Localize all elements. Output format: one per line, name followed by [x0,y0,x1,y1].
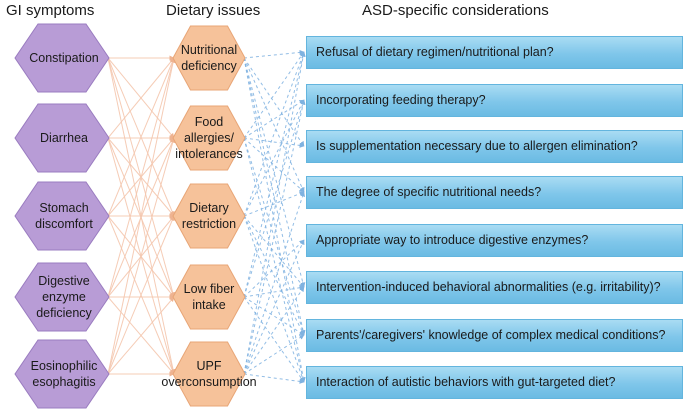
dietary-issue-hexagon-label: UPF overconsumption [161,359,257,389]
asd-consideration-box: The degree of specific nutritional needs… [306,175,683,209]
connector-line [243,51,306,298]
gi-symptom-hexagon-label: Eosinophilic esophagitis [30,359,98,389]
connector-line [107,57,175,139]
asd-consideration-box: Intervention-induced behavioral abnormal… [306,270,683,304]
connector-line [107,215,175,375]
connector-line [243,215,305,336]
asd-consideration-box: Appropriate way to introduce digestive e… [306,223,683,257]
connector-line [243,99,305,217]
gi-symptom-hexagon-label: Constipation [29,51,99,65]
asd-consideration-box: Parents'/caregivers' knowledge of comple… [306,318,683,352]
gi-symptoms-header: GI symptoms [6,2,95,19]
asd-consideration-box: Interaction of autistic behaviors with g… [306,365,683,399]
connector-line [243,49,305,59]
asd-considerations-header: ASD-specific considerations [362,2,549,19]
connector-line [243,191,305,217]
gi-symptom-hexagon: Digestive enzyme deficiency [14,262,110,332]
gi-symptom-hexagon: Eosinophilic esophagitis [14,339,110,409]
gi-symptom-hexagon-label: Digestive enzyme deficiency [36,274,92,320]
connector-line [107,57,176,375]
connector-line [243,137,305,193]
dietary-issue-hexagon: Low fiber intake [172,264,246,330]
connector-line [243,99,306,298]
connector-line [243,296,305,336]
connector-line [107,137,176,375]
dietary-issues-header: Dietary issues [166,2,261,19]
connector-line [243,296,305,383]
connector-line [243,57,305,193]
connector-line [107,296,175,375]
gi-symptom-hexagon: Stomach discomfort [14,181,110,251]
asd-consideration-box: Incorporating feeding therapy? [306,83,683,117]
gi-symptom-hexagon: Constipation [14,23,110,93]
connector-line [243,285,305,298]
dietary-issue-hexagon-label: Nutritional deficiency [180,43,238,73]
connector-line [243,373,305,384]
dietary-issue-hexagon: UPF overconsumption [161,341,257,407]
connector-line [243,239,305,298]
connector-line [243,191,305,375]
connector-line [243,51,306,375]
dietary-issue-hexagon-label: Dietary restriction [181,201,237,231]
connector-line [243,57,306,336]
gi-symptom-hexagon: Diarrhea [14,103,110,173]
connector-line [107,57,176,298]
dietary-issue-hexagon-label: Food allergies/ intolerances [175,115,243,161]
asd-consideration-box: Refusal of dietary regimen/nutritional p… [306,35,683,69]
gi-symptom-hexagon-label: Stomach discomfort [35,201,93,231]
gi-symptom-hexagon-label: Diarrhea [40,131,88,145]
dietary-issue-hexagon: Nutritional deficiency [172,25,246,91]
connector-line [243,57,306,383]
dietary-issue-hexagon: Food allergies/ intolerances [172,105,246,171]
dietary-issue-hexagon: Dietary restriction [172,183,246,249]
connector-line [107,57,175,217]
connector-line [243,239,305,375]
asd-consideration-box: Is supplementation necessary due to alle… [306,129,683,163]
connector-line [243,99,306,375]
dietary-issue-hexagon-label: Low fiber intake [183,282,235,312]
connector-line [243,51,305,217]
